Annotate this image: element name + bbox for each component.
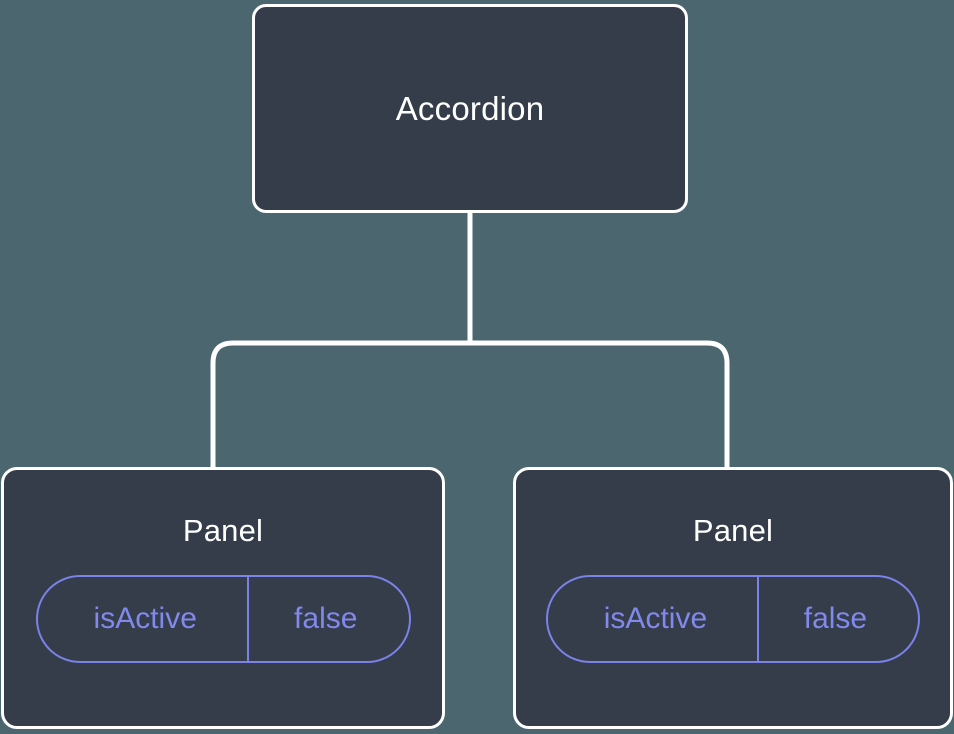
connector-branches <box>210 340 730 470</box>
node-label: Panel <box>182 513 264 548</box>
node-label: Accordion <box>395 90 545 127</box>
tree-node-accordion[interactable]: Accordion <box>252 4 688 213</box>
tree-node-panel[interactable]: Panel isActive false <box>513 467 953 729</box>
state-value: false <box>294 602 358 635</box>
state-badge[interactable]: isActive false <box>35 575 411 663</box>
state-badge[interactable]: isActive false <box>546 575 920 663</box>
state-value: false <box>803 602 868 635</box>
tree-node-panel[interactable]: Panel isActive false <box>1 467 445 729</box>
state-key: isActive <box>548 577 759 661</box>
node-label: Panel <box>692 513 774 548</box>
state-key: isActive <box>38 577 249 661</box>
